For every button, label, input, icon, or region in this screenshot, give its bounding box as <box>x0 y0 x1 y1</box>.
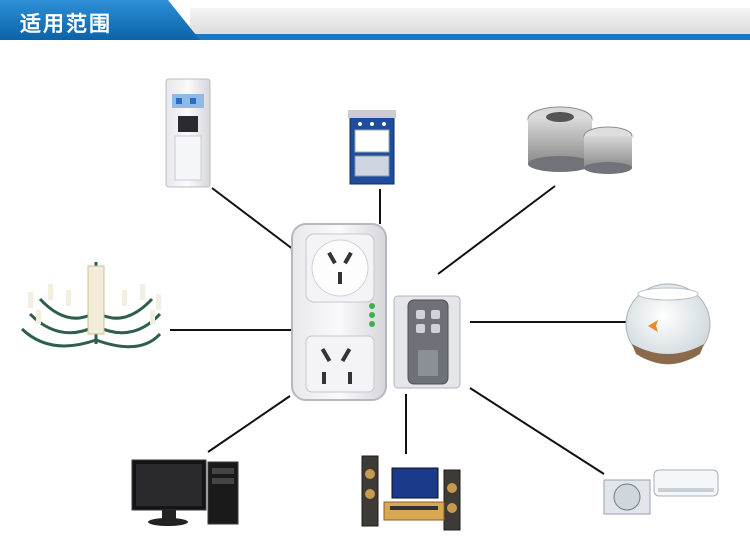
home-theater-icon <box>361 455 461 531</box>
desktop-computer-icon <box>131 459 239 526</box>
header-background <box>0 0 750 44</box>
gas-stove-icon <box>348 110 396 185</box>
fish-tank-icon <box>625 283 711 365</box>
remote-control-icon <box>393 295 461 389</box>
smart-socket-icon <box>291 223 387 401</box>
header-title: 适用范围 <box>20 12 112 36</box>
connector-lines <box>170 185 628 475</box>
water-dispenser-icon <box>165 78 211 188</box>
section-header: 适用范围 <box>0 0 750 44</box>
chandelier-icon <box>20 262 162 349</box>
air-conditioner-icon <box>603 469 719 515</box>
appliance-diagram <box>20 78 719 531</box>
rice-cooker-icon <box>527 106 633 174</box>
